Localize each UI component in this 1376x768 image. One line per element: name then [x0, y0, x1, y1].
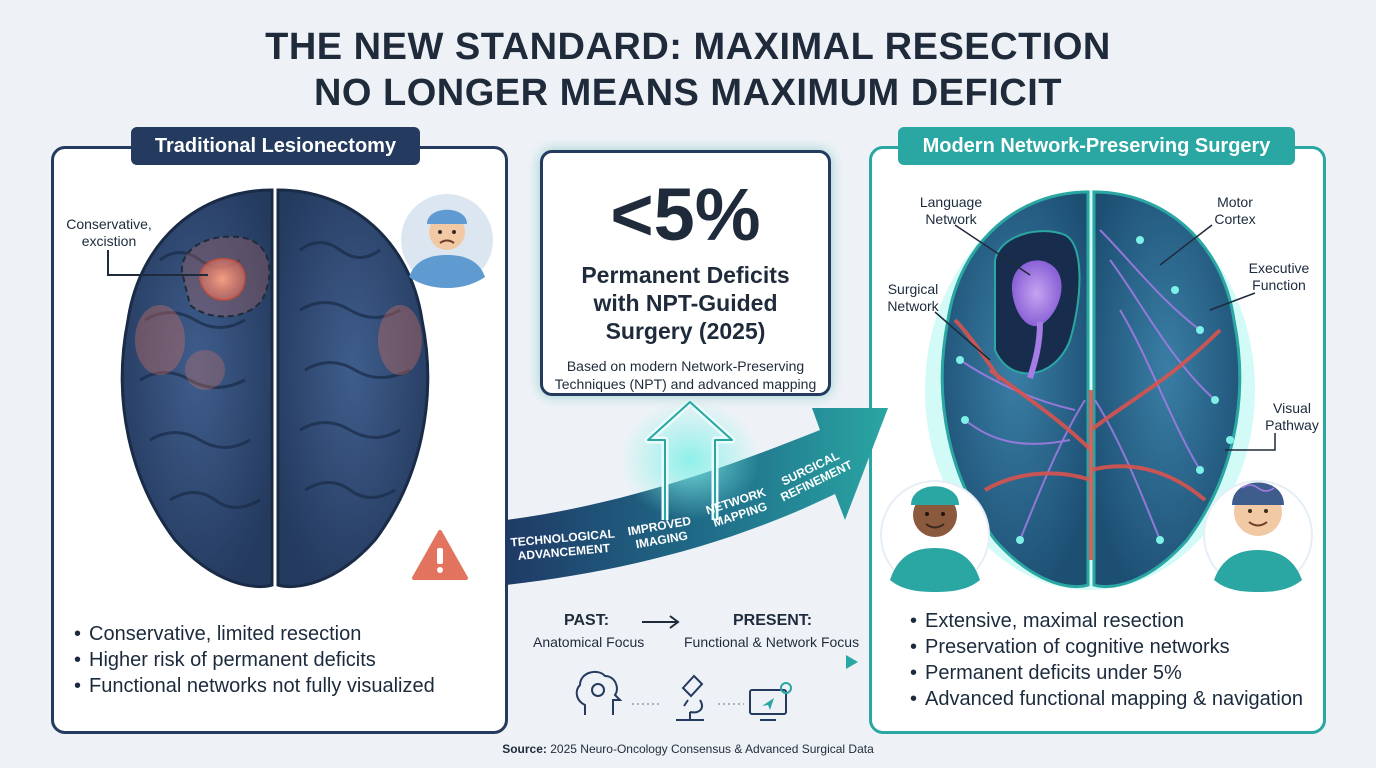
traditional-tag: Traditional Lesionectomy — [131, 127, 420, 165]
stat-label: Permanent Deficits with NPT-Guided Surge… — [543, 261, 828, 345]
label-motor-cortex: Motor Cortex — [1214, 194, 1256, 227]
vessels — [953, 318, 1222, 560]
warning-icon — [412, 530, 468, 580]
leader-motor — [1159, 224, 1213, 266]
surgeon-avatar-happy — [880, 480, 990, 592]
list-item: Conservative, limited resection — [74, 621, 435, 647]
label-surgical-network: Surgical Network — [887, 281, 939, 314]
stat-label-line-2: with NPT-Guided — [593, 290, 778, 316]
stat-label-line-3: Surgery (2025) — [605, 318, 766, 344]
timeline-present-label: PRESENT: — [733, 612, 813, 629]
timeline-past-label: PAST: — [564, 612, 610, 629]
list-item: Advanced functional mapping & navigation — [910, 686, 1303, 712]
patient-avatar-happy — [1203, 480, 1313, 592]
brain-gear-icon — [575, 670, 623, 715]
stat-value: <5% — [610, 173, 761, 256]
source-note: Source: 2025 Neuro-Oncology Consensus & … — [0, 742, 1376, 756]
title-line-2: NO LONGER MEANS MAXIMUM DEFICIT — [313, 72, 1063, 114]
page-title: THE NEW STANDARD: MAXIMAL RESECTION NO L… — [0, 24, 1376, 116]
label-executive-function: Executive Function — [1248, 260, 1310, 293]
label-visual-pathway: Visual Pathway — [1265, 400, 1319, 433]
modern-bullets: Extensive, maximal resection Preservatio… — [910, 608, 1303, 712]
leader-surgical — [934, 311, 991, 361]
list-item: Preservation of cognitive networks — [910, 634, 1303, 660]
title-line-1: THE NEW STANDARD: MAXIMAL RESECTION — [265, 26, 1111, 68]
modern-tag: Modern Network-Preserving Surgery — [898, 127, 1295, 165]
stat-card: <5% Permanent Deficits with NPT-Guided S… — [540, 150, 831, 396]
right-brain — [925, 190, 1255, 590]
lesion — [199, 258, 246, 301]
monitor-navigation-icon — [749, 682, 792, 721]
surgeon-avatar-sad — [401, 194, 493, 288]
callout-line — [107, 250, 208, 276]
stat-note: Based on modern Network-Preserving Techn… — [543, 357, 828, 393]
list-item: Extensive, maximal resection — [910, 608, 1303, 634]
list-item: Higher risk of permanent deficits — [74, 647, 435, 673]
leader-executive — [1209, 292, 1256, 311]
microscope-icon — [676, 674, 704, 721]
source-text: 2025 Neuro-Oncology Consensus & Advanced… — [550, 742, 874, 756]
timeline-present-sub: Functional & Network Focus — [684, 634, 860, 650]
leader-visual — [1225, 433, 1276, 451]
list-item: Permanent deficits under 5% — [910, 660, 1303, 686]
tumor-network — [1011, 260, 1062, 327]
callout-label: Conservative, excistion — [66, 216, 152, 249]
list-item: Functional networks not fully visualized — [74, 673, 435, 699]
timeline-past-sub: Anatomical Focus — [533, 634, 645, 650]
leader-language — [954, 224, 1031, 276]
source-label: Source: — [502, 742, 547, 756]
label-language-network: Language Network — [919, 194, 983, 227]
stat-label-line-1: Permanent Deficits — [581, 262, 790, 288]
stat-note-line-1: Based on modern Network-Preserving — [566, 358, 805, 374]
traditional-bullets: Conservative, limited resection Higher r… — [74, 621, 435, 699]
stat-note-line-2: Techniques (NPT) and advanced mapping — [554, 376, 817, 392]
arrow-right-icon — [642, 615, 680, 629]
